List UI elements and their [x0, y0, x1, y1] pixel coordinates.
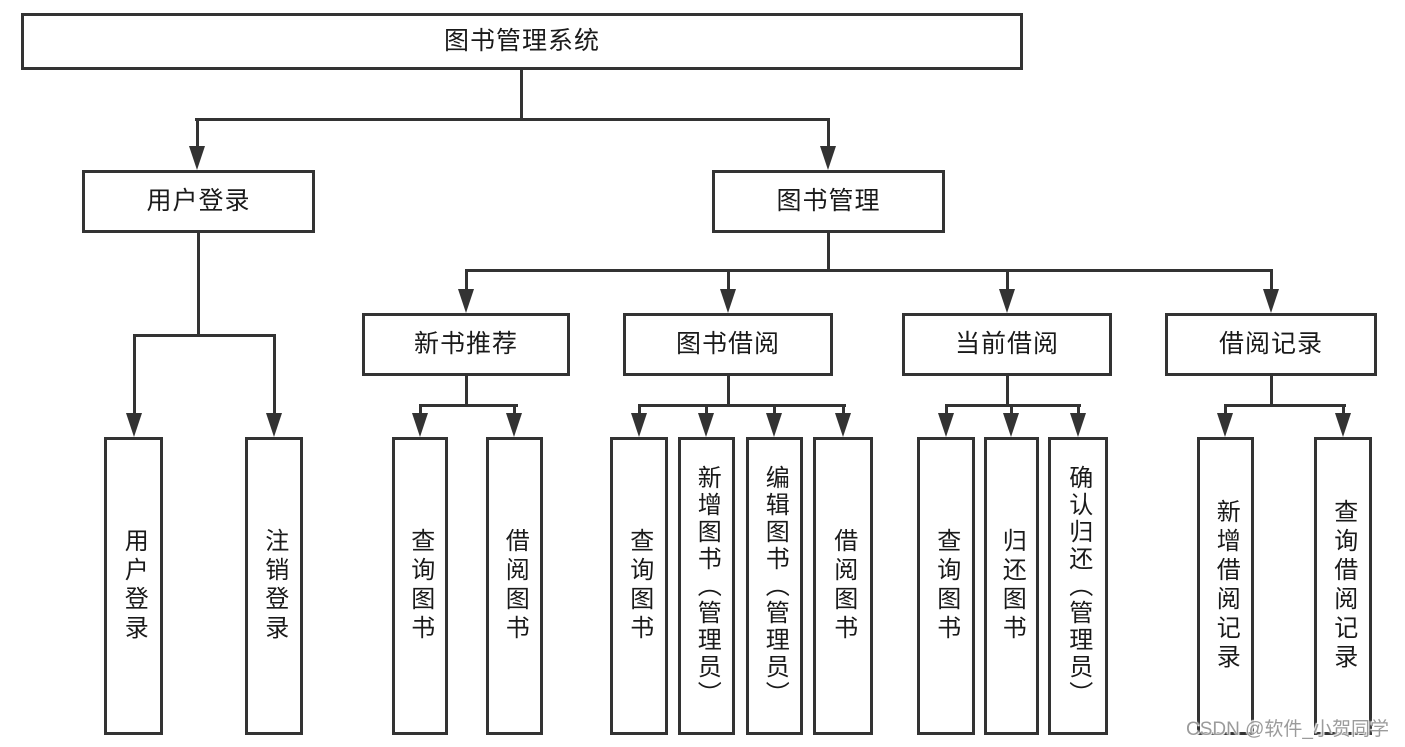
leaf-logout: 注销登录: [245, 437, 303, 735]
edge-nb-borrow-shaft: [513, 404, 516, 415]
edge-book-borrow-split: [637, 404, 846, 407]
node-book-borrow-label: 图书借阅: [675, 330, 780, 359]
node-library-system-label: 图书管理系统: [443, 27, 600, 56]
node-book-management-label: 图书管理: [776, 187, 881, 216]
arrow-to-leaf-logout: [266, 413, 282, 437]
edge-cb-query-shaft: [944, 404, 948, 415]
arrow-to-new-book: [458, 289, 474, 313]
leaf-borrow-add-books: 新增图书（管理员）: [678, 437, 735, 735]
edge-cb-return-shaft: [1010, 404, 1013, 415]
csdn-watermark: CSDN @软件_小贺同学: [1186, 719, 1389, 740]
arrow-bb-edit: [766, 413, 782, 437]
node-book-management: 图书管理: [712, 170, 945, 233]
node-user-login: 用户登录: [82, 170, 315, 233]
leaf-records-query-record-label: 查询借阅记录: [1329, 499, 1357, 673]
arrow-to-book-mgmt: [820, 146, 836, 170]
edge-bb-edit-shaft: [773, 404, 776, 415]
arrow-cb-confirm: [1070, 413, 1086, 437]
leaf-records-query-record: 查询借阅记录: [1314, 437, 1372, 735]
leaf-borrow-edit-books-label: 编辑图书（管理员）: [761, 464, 789, 708]
leaf-newbook-borrow-books-label: 借阅图书: [501, 528, 529, 644]
leaf-borrow-borrow-books-label: 借阅图书: [829, 528, 857, 644]
leaf-newbook-query-books-label: 查询图书: [406, 528, 434, 644]
edge-new-book-stem: [464, 375, 468, 406]
edge-user-login-split: [132, 334, 276, 337]
leaf-borrow-add-books-label: 新增图书（管理员）: [693, 464, 721, 708]
arrow-to-current-borrow: [999, 289, 1015, 313]
node-user-login-label: 用户登录: [146, 187, 251, 216]
edge-bb-add-shaft: [705, 404, 708, 415]
leaf-logout-label: 注销登录: [260, 528, 288, 644]
leaf-records-add-record-label: 新增借阅记录: [1212, 499, 1240, 673]
arrow-br-query: [1335, 413, 1351, 437]
arrow-cb-return: [1003, 413, 1019, 437]
arrow-to-borrow-records: [1263, 289, 1279, 313]
edge-book-borrow-stem: [726, 375, 730, 406]
leaf-current-query-books: 查询图书: [917, 437, 975, 735]
leaf-borrow-query-books: 查询图书: [610, 437, 668, 735]
arrow-bb-add: [698, 413, 714, 437]
edge-borrow-records-split: [1223, 404, 1346, 407]
edge-to-book-borrow-shaft: [726, 269, 730, 291]
edge-root-split: [195, 118, 830, 121]
arrow-bb-query: [631, 413, 647, 437]
leaf-records-add-record: 新增借阅记录: [1197, 437, 1254, 735]
leaf-newbook-query-books: 查询图书: [392, 437, 448, 735]
node-borrow-records-label: 借阅记录: [1218, 330, 1323, 359]
edge-to-leaf-user-login-shaft: [132, 334, 136, 414]
node-new-book-recommend-label: 新书推荐: [413, 330, 518, 359]
edge-cb-confirm-shaft: [1077, 404, 1080, 415]
edge-to-current-borrow-shaft: [1005, 269, 1009, 291]
edge-to-user-login-shaft: [195, 118, 199, 148]
leaf-user-login: 用户登录: [104, 437, 163, 735]
arrow-to-user-login: [189, 146, 205, 170]
edge-to-leaf-logout-shaft: [272, 334, 276, 414]
node-library-system: 图书管理系统: [21, 13, 1023, 70]
arrow-to-leaf-user-login: [126, 413, 142, 437]
edge-bb-query-shaft: [637, 404, 641, 415]
arrow-to-book-borrow: [720, 289, 736, 313]
edge-book-mgmt-split: [464, 269, 1273, 272]
arrow-cb-query: [938, 413, 954, 437]
edge-current-borrow-stem: [1005, 375, 1009, 406]
edge-br-add-shaft: [1223, 404, 1227, 415]
edge-nb-query-shaft: [418, 404, 422, 415]
arrow-br-add: [1217, 413, 1233, 437]
node-book-borrow: 图书借阅: [623, 313, 833, 376]
edge-borrow-records-stem: [1269, 375, 1273, 406]
edge-to-new-book-shaft: [464, 269, 468, 291]
edge-bb-borrow-shaft: [842, 404, 845, 415]
edge-to-book-mgmt-shaft: [826, 118, 830, 148]
leaf-borrow-query-books-label: 查询图书: [625, 528, 653, 644]
edge-root-stem: [520, 68, 523, 120]
edge-new-book-split: [418, 404, 518, 407]
leaf-current-query-books-label: 查询图书: [932, 528, 960, 644]
node-borrow-records: 借阅记录: [1165, 313, 1377, 376]
node-current-borrow: 当前借阅: [902, 313, 1112, 376]
leaf-newbook-borrow-books: 借阅图书: [486, 437, 543, 735]
arrow-nb-borrow: [506, 413, 522, 437]
node-new-book-recommend: 新书推荐: [362, 313, 570, 376]
leaf-current-return-books-label: 归还图书: [998, 528, 1026, 644]
arrow-nb-query: [412, 413, 428, 437]
leaf-current-confirm-return-label: 确认归还（管理员）: [1064, 464, 1092, 708]
edge-br-query-shaft: [1342, 404, 1345, 415]
leaf-current-return-books: 归还图书: [984, 437, 1039, 735]
leaf-current-confirm-return: 确认归还（管理员）: [1048, 437, 1108, 735]
leaf-user-login-label: 用户登录: [120, 528, 148, 644]
leaf-borrow-borrow-books: 借阅图书: [813, 437, 873, 735]
edge-to-borrow-records-shaft: [1269, 269, 1273, 291]
edge-user-login-stem: [197, 232, 200, 336]
leaf-borrow-edit-books: 编辑图书（管理员）: [746, 437, 803, 735]
arrow-bb-borrow: [835, 413, 851, 437]
edge-book-mgmt-stem: [826, 232, 830, 272]
node-current-borrow-label: 当前借阅: [954, 330, 1059, 359]
